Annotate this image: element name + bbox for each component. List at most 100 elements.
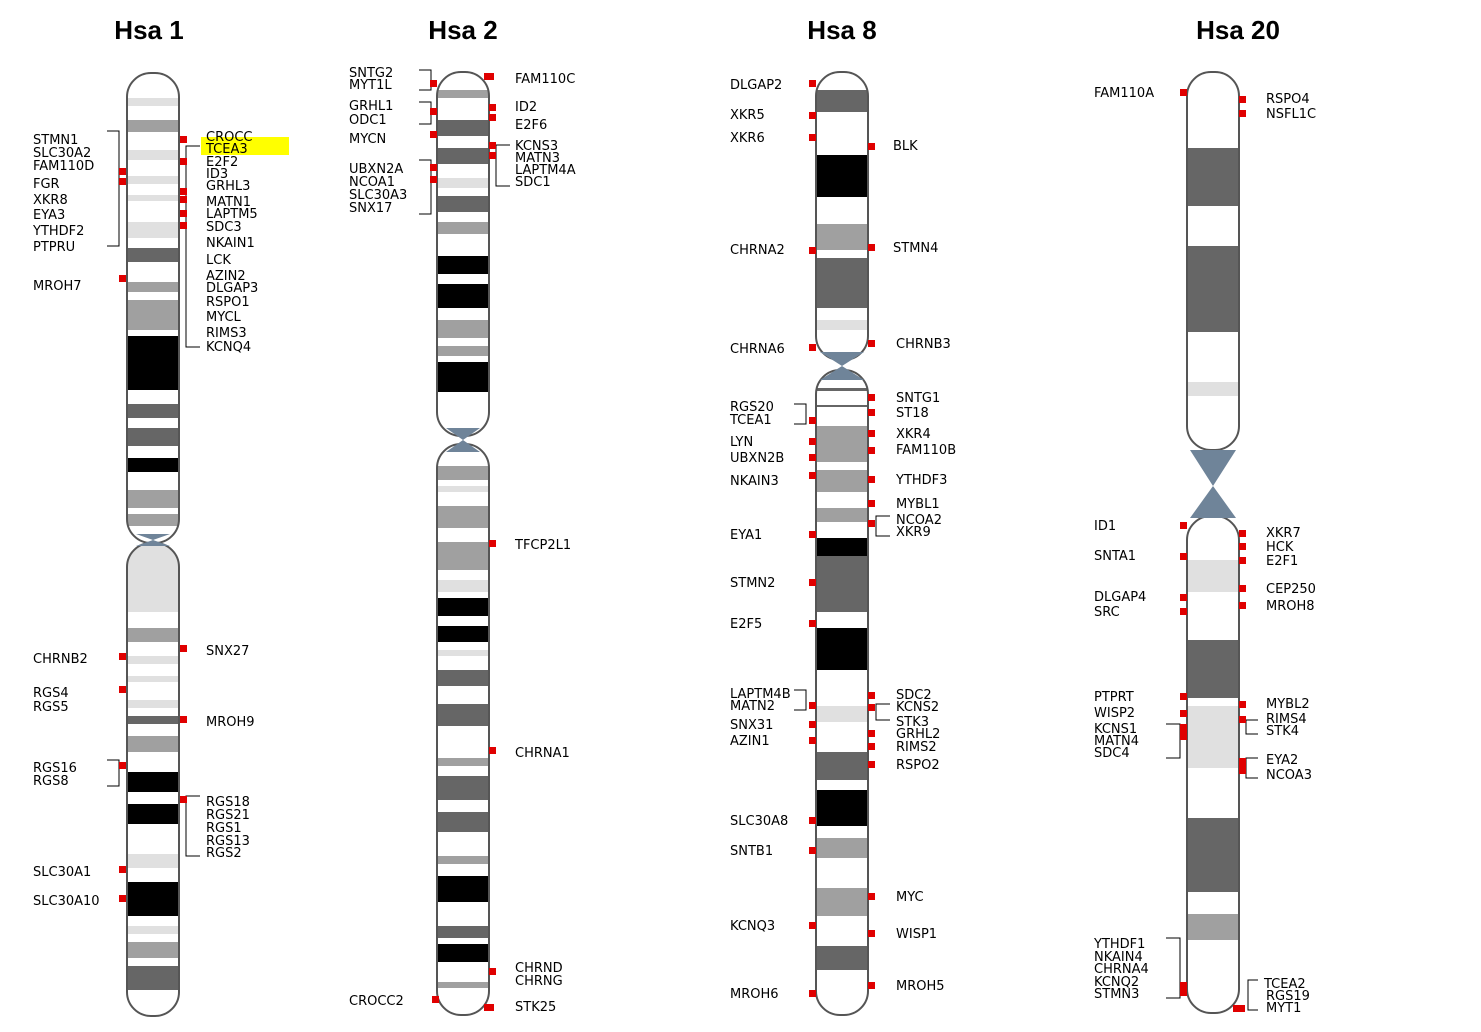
gene-label: BLK	[893, 139, 918, 154]
gene-label: RGS8	[33, 774, 69, 789]
chromosome-title: Hsa 1	[114, 15, 183, 45]
gene-markers	[119, 73, 1246, 1012]
gene-label: NSFL1C	[1266, 107, 1316, 122]
gene-label: GRHL1	[349, 99, 393, 114]
gene-label: SNTG1	[896, 391, 940, 406]
gene-label: DLGAP4	[1094, 590, 1146, 605]
gene-label: MYCN	[349, 132, 386, 147]
gene-label: NCOA1	[349, 175, 395, 190]
gene-label: CHRNA6	[730, 342, 785, 357]
bracket-lines	[107, 69, 1258, 1011]
gene-label: FAM110C	[515, 72, 575, 87]
gene-label: SLC30A3	[349, 188, 407, 203]
gene-label: SDC1	[515, 175, 551, 190]
gene-label: YTHDF3	[895, 473, 947, 488]
p-arm-bands	[127, 73, 179, 543]
gene-label: E2F6	[515, 118, 547, 133]
gene-label: MYT1L	[349, 78, 392, 93]
gene-label: SRC	[1094, 605, 1120, 620]
gene-label: STMN1	[33, 133, 78, 148]
gene-label: RSPO1	[206, 295, 250, 310]
gene-label: GRHL2	[896, 727, 940, 742]
gene-label: KCNS3	[515, 139, 558, 154]
gene-label: ODC1	[349, 113, 387, 128]
gene-label: RGS20	[730, 400, 774, 415]
gene-label: AZIN2	[206, 269, 246, 284]
gene-label: MROH8	[1266, 599, 1315, 614]
gene-label: MATN3	[515, 151, 560, 166]
gene-label: EYA2	[1266, 753, 1298, 768]
chromosome-title: Hsa 2	[428, 15, 497, 45]
gene-label: RGS16	[33, 761, 77, 776]
chromosome-hsa1: Hsa 1	[114, 15, 184, 1017]
gene-label: RGS18	[206, 795, 250, 810]
q-arm-bands	[1187, 516, 1239, 1013]
gene-label: NCOA2	[896, 513, 942, 528]
gene-labels: STMN1 SLC30A2 FAM110D FGR XKR8 EYA3 YTHD…	[32, 66, 1316, 1016]
gene-label: SLC30A8	[730, 814, 788, 829]
gene-label: E2F1	[1266, 554, 1298, 569]
q-arm-bands	[816, 370, 868, 1015]
gene-label: RGS19	[1266, 989, 1310, 1004]
gene-label: CHRNA2	[730, 243, 785, 258]
gene-label: STMN2	[730, 576, 775, 591]
gene-label: FAM110B	[896, 443, 956, 458]
gene-label: UBXN2B	[730, 451, 784, 466]
highlight-box	[201, 137, 289, 155]
gene-label: KCNS1	[1094, 722, 1137, 737]
gene-label: MROH9	[206, 715, 255, 730]
gene-label: RIMS2	[896, 740, 937, 755]
gene-label: MYT1	[1266, 1001, 1301, 1016]
gene-label: XKR8	[33, 193, 68, 208]
gene-label: UBXN2A	[349, 162, 403, 177]
gene-label: SDC4	[1094, 746, 1130, 761]
centromere	[446, 428, 480, 440]
gene-label: XKR9	[896, 525, 931, 540]
gene-label: LCK	[206, 253, 231, 268]
gene-label: KCNQ4	[206, 340, 251, 355]
gene-label: GRHL3	[206, 179, 250, 194]
gene-label: EYA3	[33, 208, 65, 223]
gene-label: E2F2	[206, 155, 238, 170]
gene-label: RIMS4	[1266, 712, 1307, 727]
gene-label: HCK	[1266, 540, 1294, 555]
centromere	[136, 534, 170, 540]
gene-label: SNX31	[730, 718, 773, 733]
gene-label: RSPO4	[1266, 92, 1310, 107]
gene-label: FAM110D	[33, 159, 94, 174]
gene-label: YTHDF2	[32, 224, 84, 239]
gene-label: SLC30A10	[33, 894, 100, 909]
gene-label: SNTB1	[730, 844, 773, 859]
p-arm-bands	[816, 72, 868, 360]
gene-label: RGS5	[33, 700, 69, 715]
gene-label: MYCL	[206, 310, 242, 325]
gene-label: RGS2	[206, 846, 242, 861]
gene-label: MATN4	[1094, 734, 1139, 749]
gene-label: CROCC	[206, 130, 253, 145]
gene-label: XKR4	[896, 427, 931, 442]
gene-label: PTPRU	[33, 240, 75, 255]
gene-label: NKAIN1	[206, 236, 255, 251]
gene-label: CROCC2	[349, 994, 404, 1009]
gene-label: XKR5	[730, 108, 765, 123]
gene-label: LAPTM5	[206, 207, 258, 222]
centromere	[1190, 450, 1236, 486]
gene-label: DLGAP3	[206, 281, 258, 296]
gene-label: EYA1	[730, 528, 762, 543]
gene-label: XKR6	[730, 131, 765, 146]
gene-label: CHRNB3	[896, 337, 951, 352]
gene-label: MROH5	[896, 979, 945, 994]
gene-label: TFCP2L1	[514, 538, 571, 553]
gene-label: SNX27	[206, 644, 249, 659]
gene-label: RGS4	[33, 686, 69, 701]
chromosome-title: Hsa 20	[1196, 15, 1280, 45]
gene-label: KCNQ2	[1094, 975, 1139, 990]
gene-label: ID2	[515, 100, 537, 115]
gene-label: SNTA1	[1094, 549, 1136, 564]
p-arm-bands	[1187, 72, 1239, 450]
gene-label: LAPTM4A	[515, 163, 576, 178]
gene-label: MROH6	[730, 987, 779, 1002]
gene-label: SDC2	[896, 688, 932, 703]
gene-label: LAPTM4B	[730, 687, 791, 702]
